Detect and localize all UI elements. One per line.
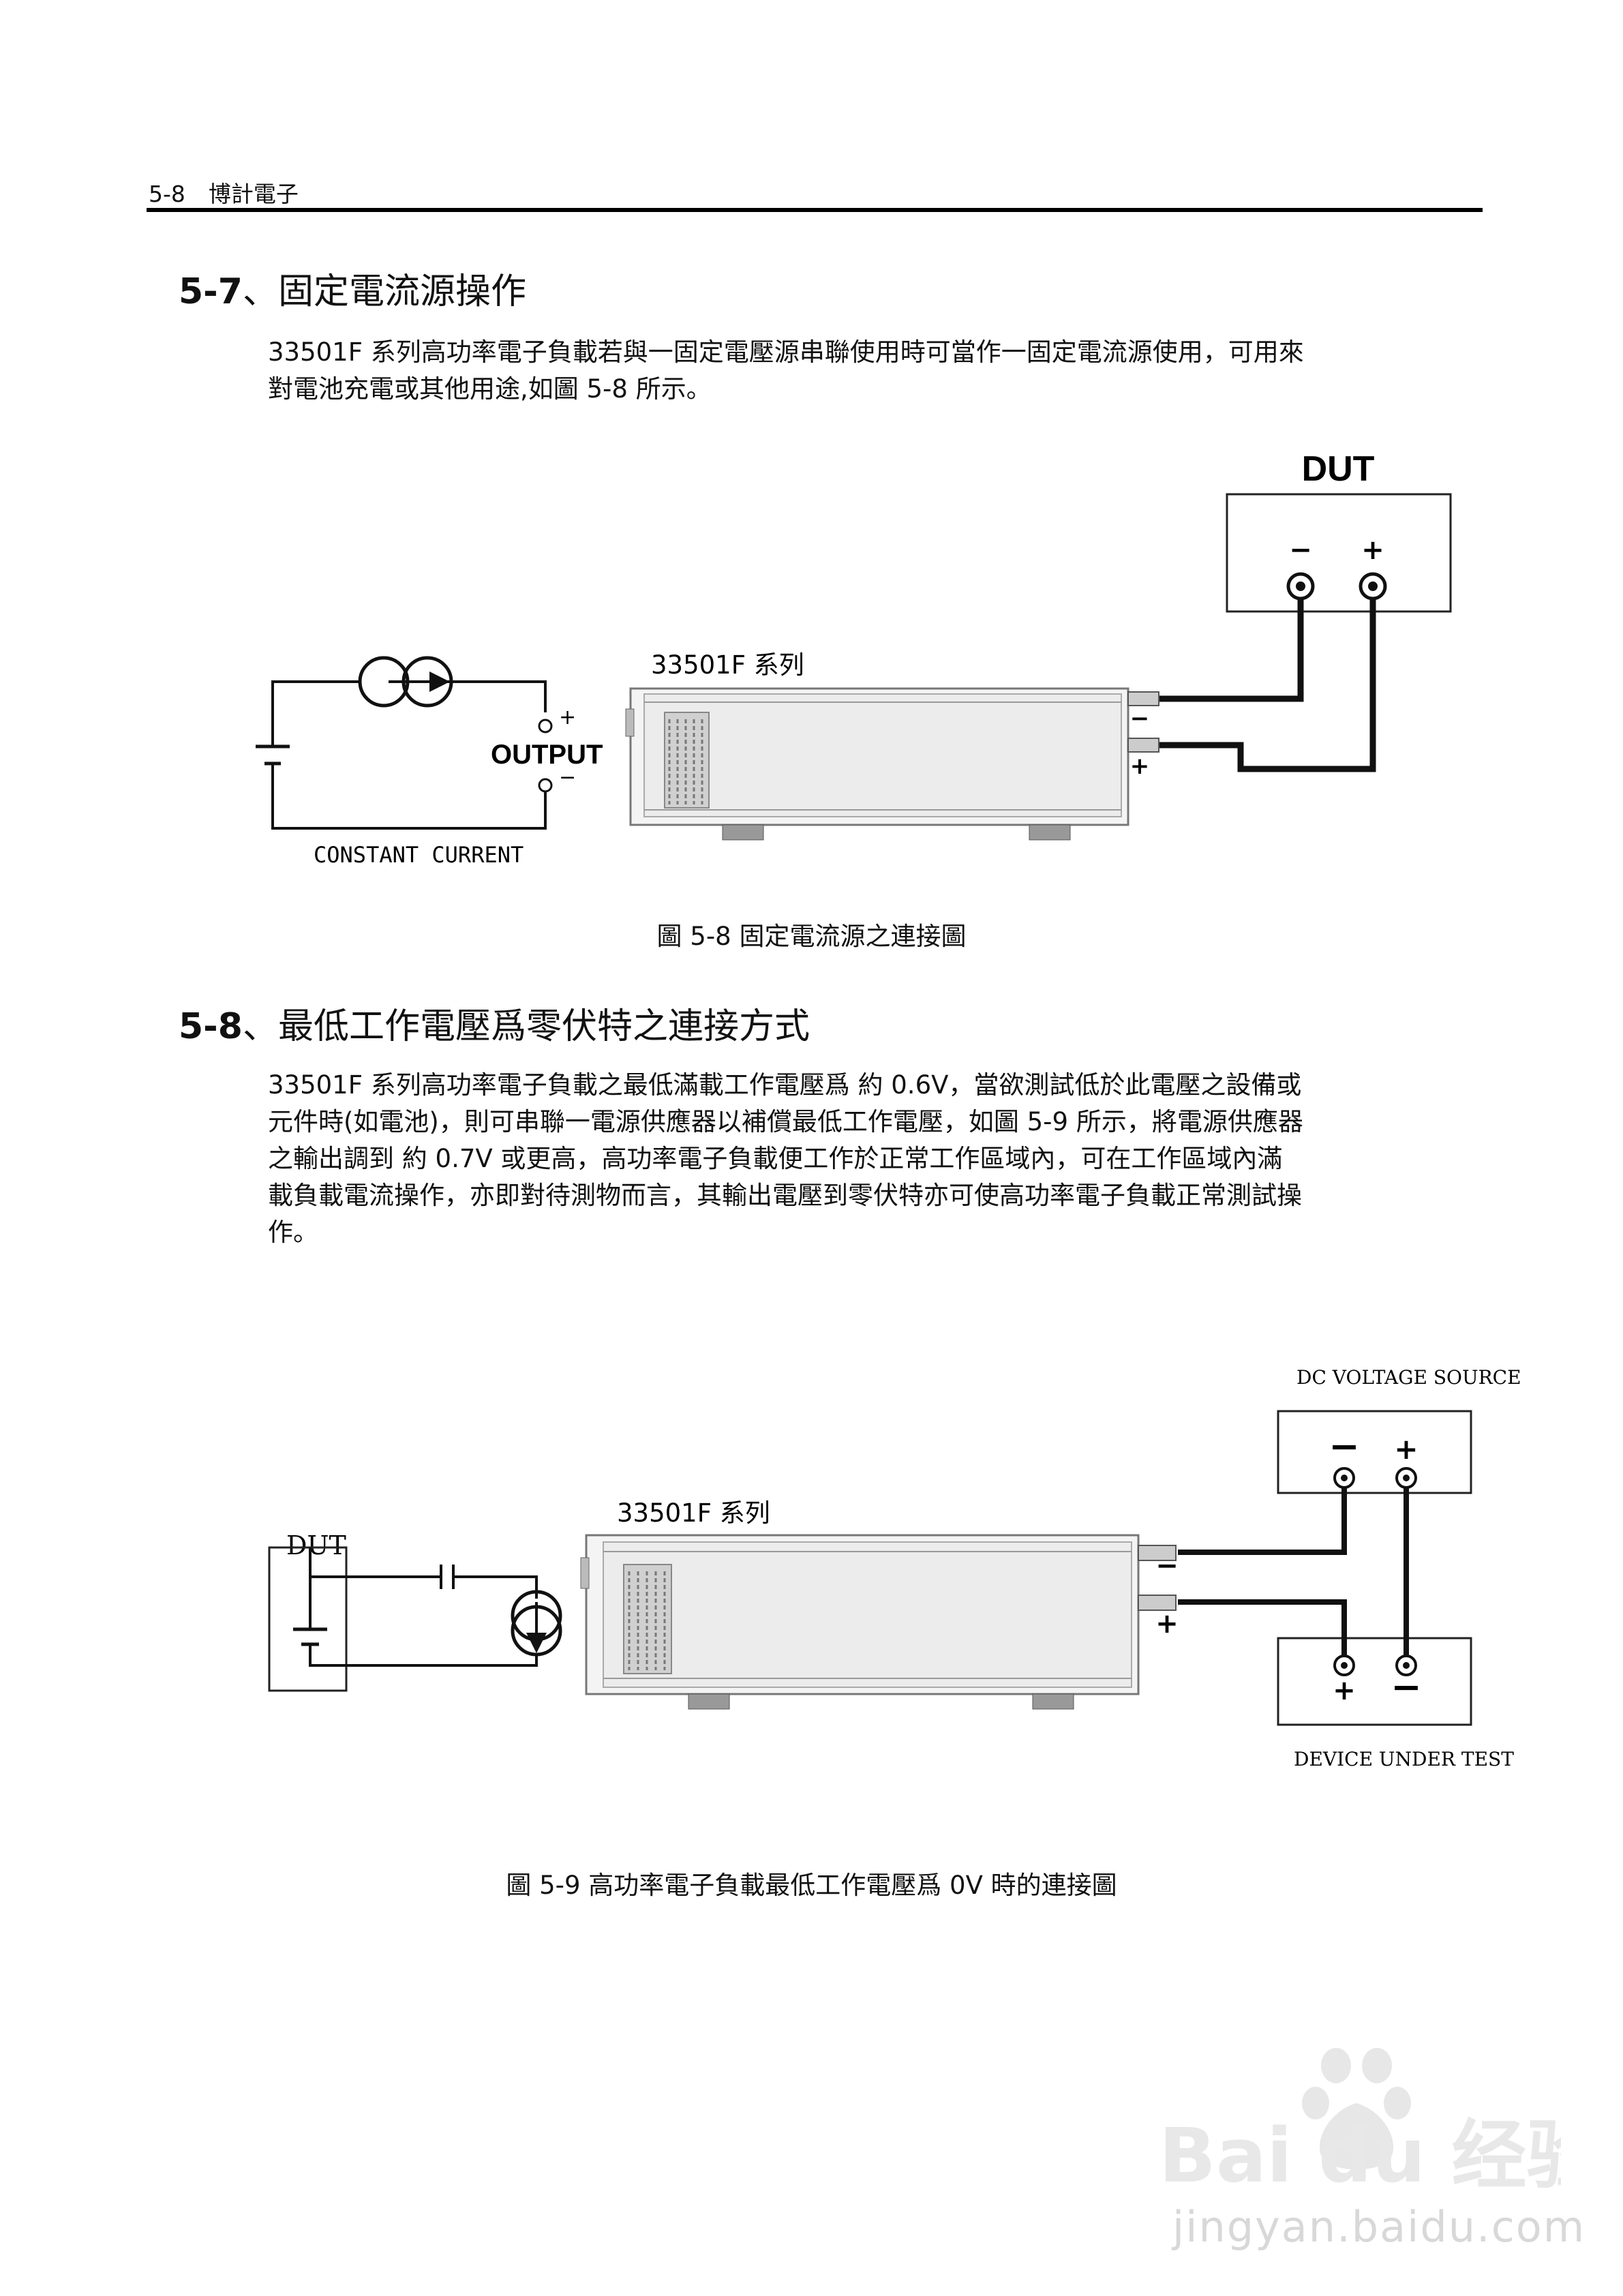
dc-source-label: DC VOLTAGE SOURCE	[1296, 1366, 1521, 1389]
dut-series-circuit	[268, 1546, 562, 1692]
watermark-url: jingyan.baidu.com	[1172, 2202, 1586, 2252]
header-rule	[147, 208, 1483, 212]
output-label: OUTPUT	[491, 740, 603, 770]
paragraph-line: 載負載電流操作，亦即對待測物而言，其輸出電壓到零伏特亦可使高功率電子負載正常測試…	[268, 1181, 1302, 1210]
paragraph-line: 作。	[268, 1218, 318, 1247]
constant-current-label: CONSTANT CURRENT	[314, 842, 524, 868]
load-minus: −	[1130, 705, 1150, 732]
device-minus: −	[1391, 1665, 1421, 1708]
page-header: 5-8 博計電子	[149, 176, 299, 209]
dc-source-plus: +	[1394, 1432, 1418, 1466]
dut-terminal-minus-dot	[1296, 581, 1305, 591]
wire-minus	[1159, 599, 1304, 702]
wire-plus	[1159, 599, 1376, 772]
paragraph-line: 元件時(如電池)，則可串聯一電源供應器以補償最低工作電壓，如圖 5-9 所示，將…	[268, 1107, 1303, 1136]
section-5-7-paragraph: 33501F 系列高功率電子負載若與一固定電壓源串聯使用時可當作一固定電流源使用…	[268, 334, 1485, 408]
wire2-minus	[1178, 1487, 1347, 1555]
paragraph-line: 對電池充電或其他用途,如圖 5-8 所示。	[268, 374, 712, 404]
paragraph-line: 33501F 系列高功率電子負載若與一固定電壓源串聯使用時可當作一固定電流源使用…	[268, 337, 1304, 367]
section-number: 5-7	[179, 271, 243, 312]
section-title-text: 、最低工作電壓爲零伏特之連接方式	[242, 1006, 810, 1047]
load-series-label: 33501F 系列	[651, 650, 804, 680]
dut-plus: +	[1361, 534, 1384, 566]
device-plus: +	[1333, 1675, 1356, 1706]
section-title-text: 、固定電流源操作	[242, 271, 526, 312]
device-under-test-label: DEVICE UNDER TEST	[1294, 1748, 1514, 1770]
device-under-test-box	[1277, 1637, 1472, 1726]
output-minus: −	[559, 766, 576, 789]
load2-plus: +	[1155, 1608, 1179, 1640]
section-number: 5-8	[179, 1006, 243, 1047]
dut-terminal-plus-dot	[1368, 581, 1378, 591]
electronic-load-unit	[625, 687, 1159, 841]
output-plus: +	[559, 706, 576, 729]
paragraph-line: 33501F 系列高功率電子負載之最低滿載工作電壓爲 約 0.6V，當欲測試低於…	[268, 1070, 1302, 1100]
watermark-brand: Bai du 经验	[1159, 2112, 1561, 2199]
wire2-plus	[1178, 1599, 1347, 1656]
page-number: 5-8	[149, 181, 185, 207]
electronic-load-unit-2	[580, 1534, 1177, 1710]
company-name: 博計電子	[208, 181, 299, 207]
dut-label: DUT	[1302, 449, 1375, 489]
baidu-watermark-logo: Bai du 经验	[1159, 2048, 1561, 2199]
dc-source-minus: −	[1329, 1425, 1359, 1468]
section-5-7-title: 5-7、固定電流源操作	[179, 262, 526, 314]
dut-box	[1226, 493, 1452, 613]
constant-current-circuit	[256, 656, 553, 830]
dut-minus: −	[1289, 534, 1312, 566]
dc-source-box	[1277, 1410, 1472, 1494]
section-5-8-paragraph: 33501F 系列高功率電子負載之最低滿載工作電壓爲 約 0.6V，當欲測試低於…	[268, 1067, 1485, 1251]
section-5-8-title: 5-8、最低工作電壓爲零伏特之連接方式	[179, 997, 810, 1048]
load2-minus: −	[1155, 1550, 1179, 1582]
dut2-label: DUT	[286, 1530, 346, 1560]
load2-series-label: 33501F 系列	[617, 1498, 770, 1528]
figure-5-8-caption: 圖 5-8 固定電流源之連接圖	[656, 922, 967, 951]
figure-5-9-caption: 圖 5-9 高功率電子負載最低工作電壓爲 0V 時的連接圖	[506, 1871, 1117, 1900]
load-plus: +	[1130, 753, 1150, 780]
paragraph-line: 之輸出調到 約 0.7V 或更高，高功率電子負載便工作於正常工作區域內，可在工作…	[268, 1144, 1283, 1173]
